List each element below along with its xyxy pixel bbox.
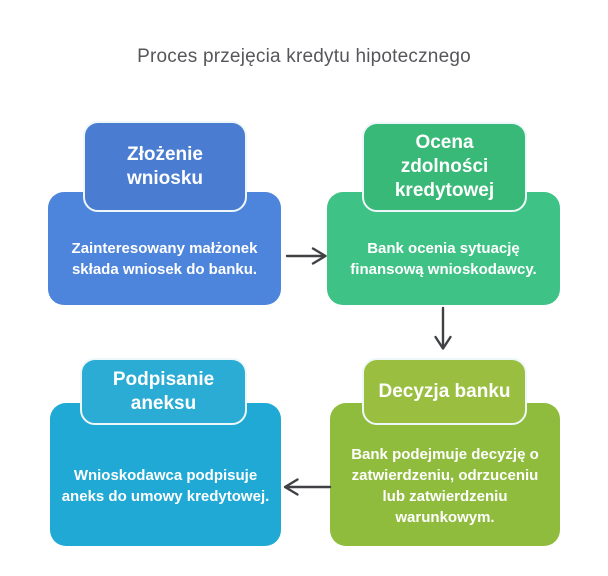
arrow-left-icon [283,478,332,496]
node-header-text: Podpisanie aneksu [112,368,215,414]
node-header-text: Decyzja banku [378,380,511,402]
node-body-ocena-zdolnosci: Bank ocenia sytuację finansową wnioskoda… [327,192,560,305]
node-body-text: Zainteresowany małżonek składa wniosek d… [71,239,258,278]
node-header-ocena-zdolnosci: Ocena zdolności kredytowej [362,122,527,212]
node-body-text: Wnioskodawca podpisuje aneks do umowy kr… [61,466,270,505]
node-body-text: Bank podejmuje decyzję o zatwierdzeniu, … [351,445,539,526]
diagram-title: Proces przejęcia kredytu hipotecznego [137,46,471,67]
node-header-podpisanie-aneksu: Podpisanie aneksu [80,358,247,425]
node-header-decyzja-banku: Decyzja banku [362,358,527,425]
node-body-podpisanie-aneksu: Wnioskodawca podpisuje aneks do umowy kr… [50,403,281,546]
node-body-text: Bank ocenia sytuację finansową wnioskoda… [350,239,537,278]
node-header-zlozenie-wniosku: Złożenie wniosku [83,121,247,212]
node-body-decyzja-banku: Bank podejmuje decyzję o zatwierdzeniu, … [330,403,560,546]
node-header-text: Złożenie wniosku [126,143,203,189]
arrow-down-icon [434,306,452,350]
node-header-text: Ocena zdolności kredytowej [394,132,495,201]
arrow-right-icon [285,247,327,265]
